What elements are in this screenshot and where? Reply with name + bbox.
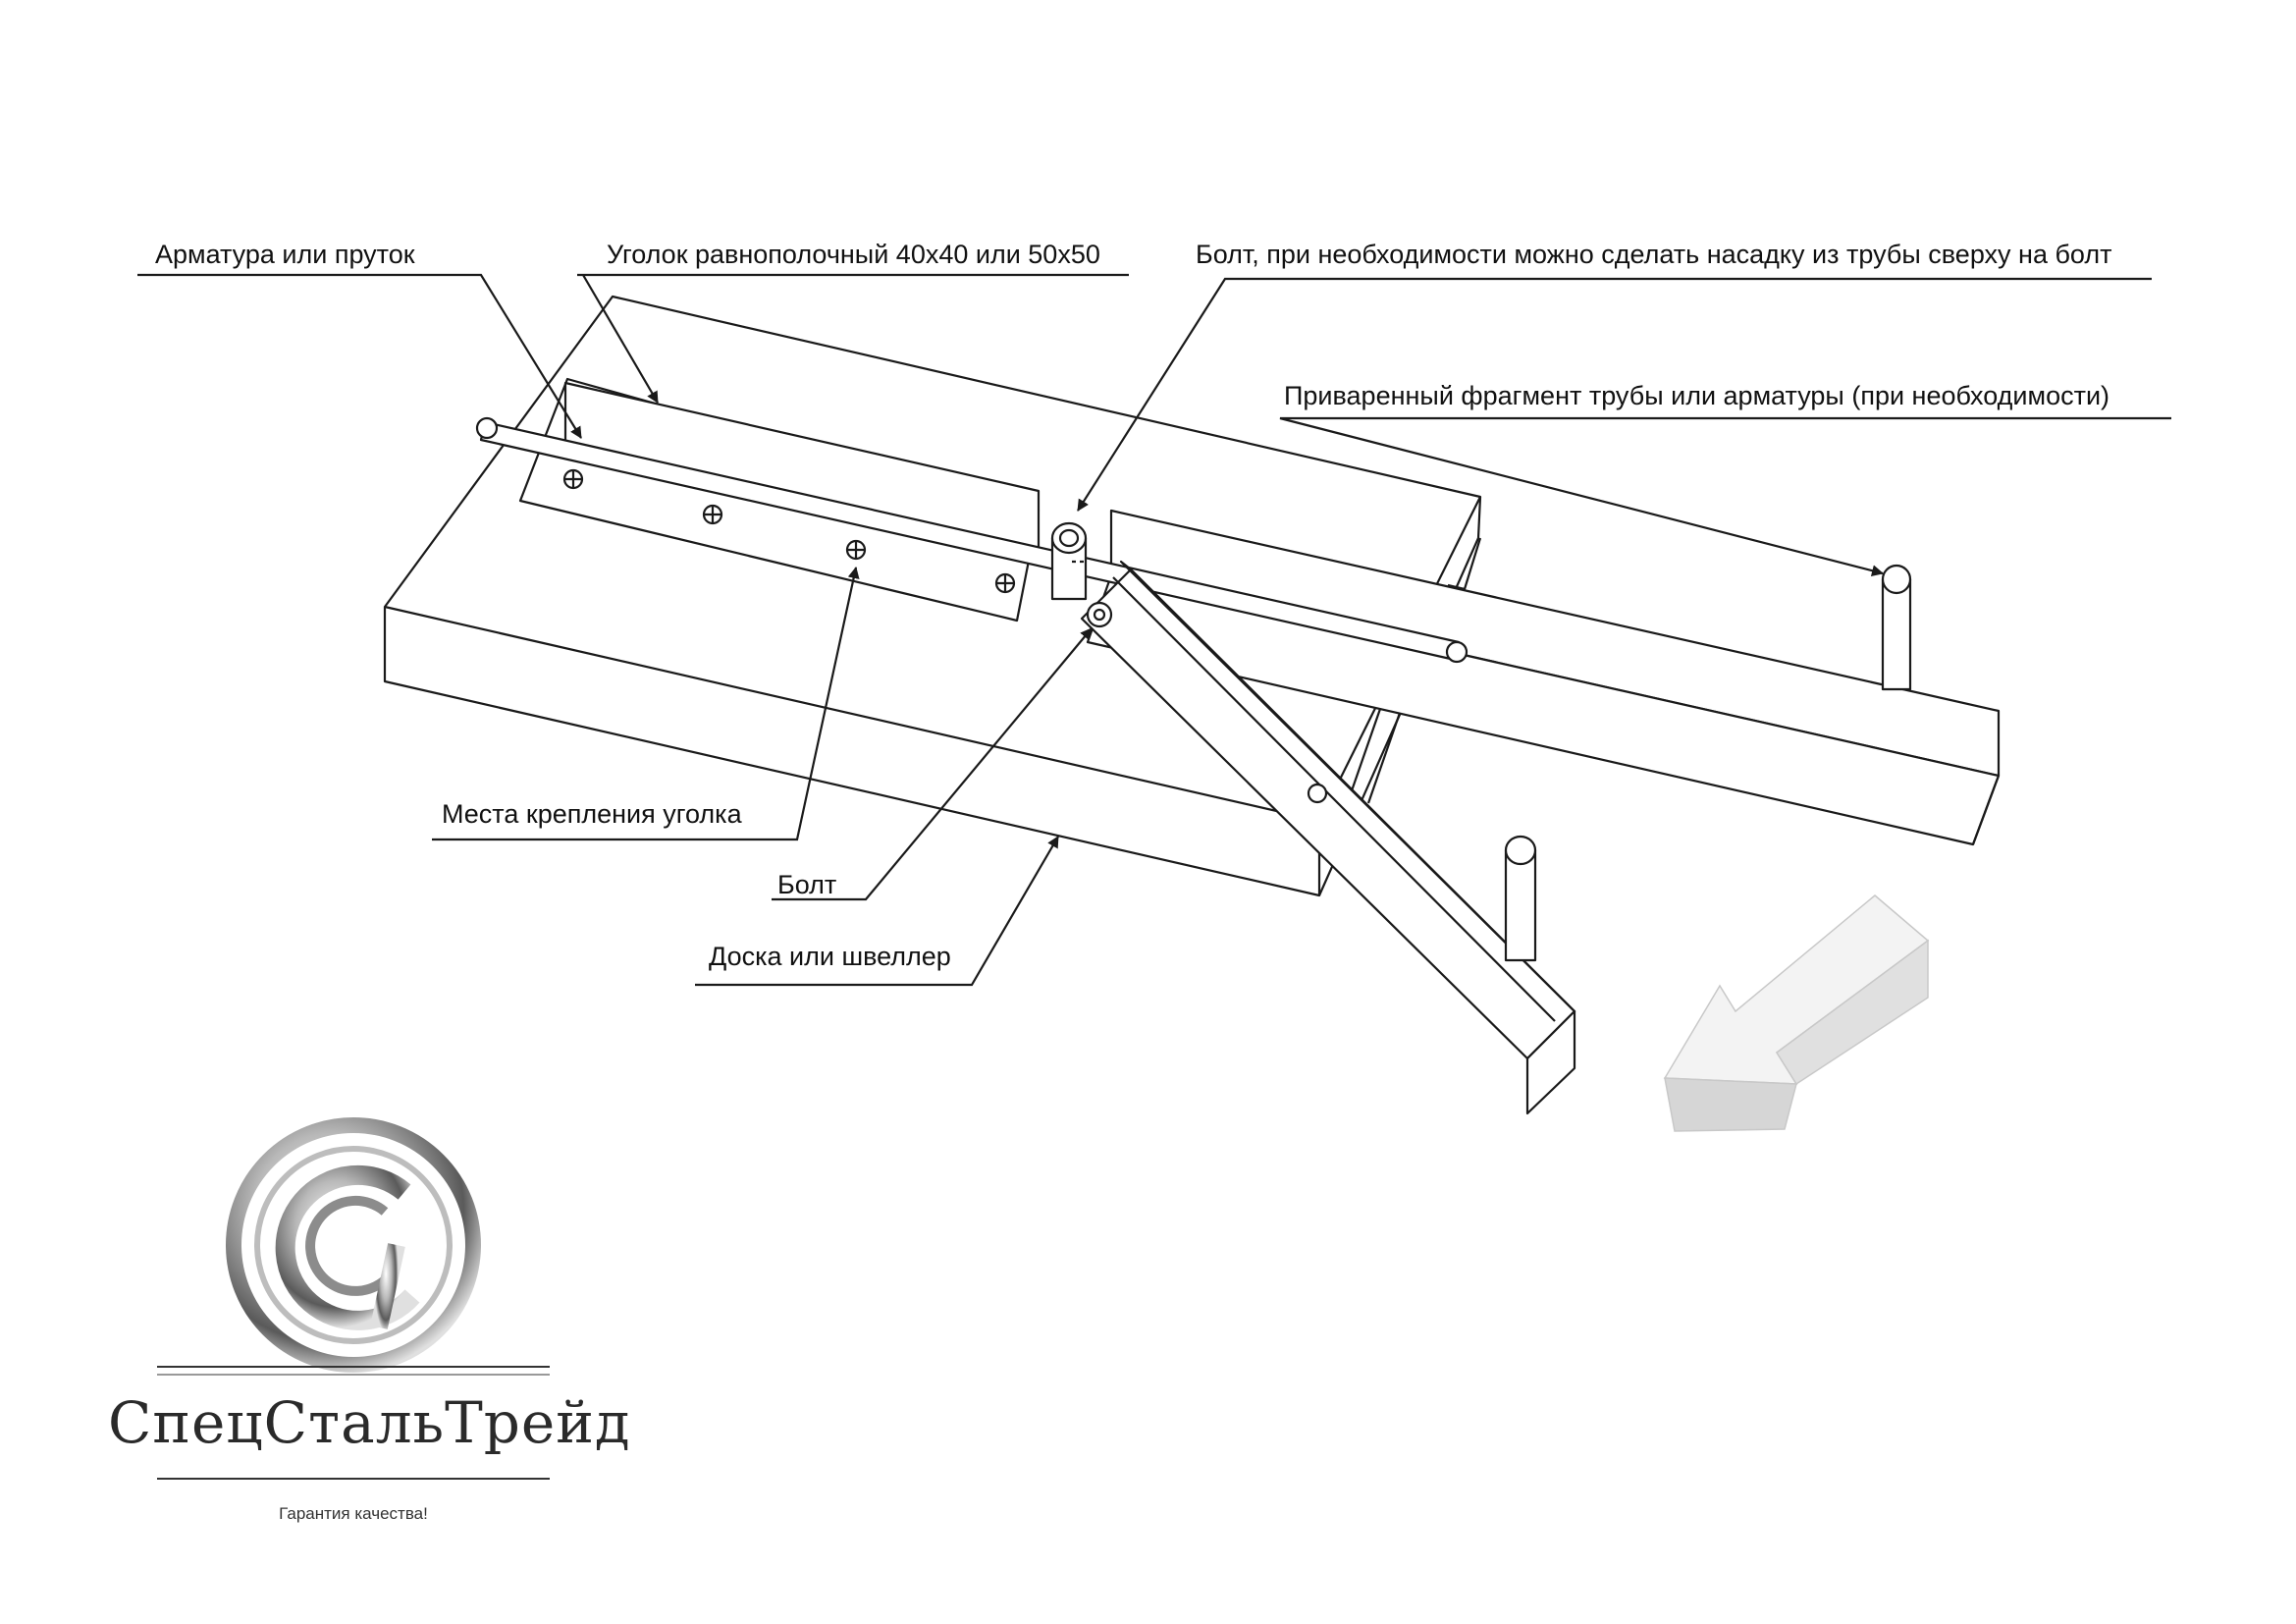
callout-bolt-top: Болт, при необходимости можно сделать на…: [1196, 240, 2111, 269]
3d-arrow-icon: [1663, 894, 1930, 1132]
lever-bolt: [1086, 601, 1328, 804]
brand-name: СпецСтальТрейд: [108, 1389, 631, 1456]
callout-welded: Приваренный фрагмент трубы или арматуры …: [1284, 381, 2109, 410]
welded-pin-left: [1504, 835, 1537, 962]
tool-geometry: [383, 295, 2001, 1115]
callout-board: Доска или швеллер: [709, 942, 951, 971]
rebar-rod: [475, 416, 1468, 664]
welded-pin-right: [1881, 564, 1912, 691]
leader-bolt-top: [1077, 277, 2152, 512]
support-post: [1347, 708, 1402, 804]
leader-mounting: [432, 567, 860, 841]
leader-board: [695, 836, 1059, 987]
leader-bolt: [772, 627, 1093, 901]
pivot-bolt: [1050, 521, 1088, 601]
leader-rebar: [137, 273, 582, 439]
brand-slogan: Гарантия качества!: [279, 1504, 428, 1523]
mounting-screws: [562, 468, 1016, 594]
callout-leaders: [137, 273, 2171, 987]
callout-rebar: Арматура или пруток: [155, 240, 415, 269]
callout-mounting: Места крепления уголка: [442, 799, 743, 829]
stt-metal-ring-logo: [157, 1117, 550, 1480]
fixed-angle: [1086, 509, 2001, 846]
lever-angle: [1080, 560, 1576, 1115]
leader-angle: [577, 273, 1129, 404]
leader-welded: [1279, 416, 2171, 577]
callout-angle: Уголок равнополочный 40х40 или 50х50: [607, 240, 1100, 269]
callout-bolt: Болт: [777, 870, 836, 899]
